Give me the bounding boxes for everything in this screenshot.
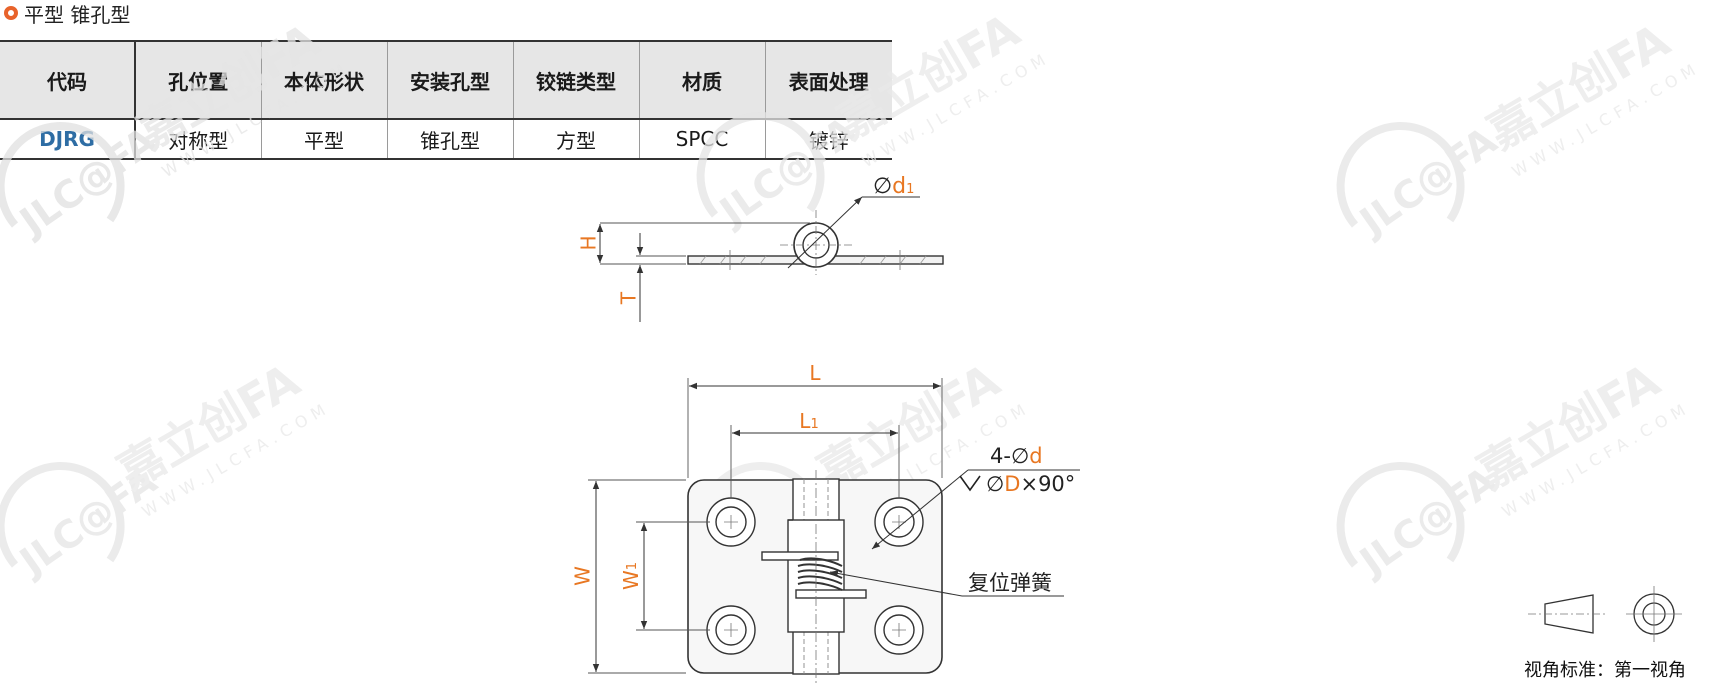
header-surface: 表面处理 [764,40,892,120]
spec-table: 代码 孔位置 本体形状 安装孔型 铰链类型 材质 表面处理 DJRG 对称型 平… [0,40,892,160]
cell-hinge-type: 方型 [512,119,639,160]
header-mount-hole-type: 安装孔型 [386,40,513,120]
table-header-row: 代码 孔位置 本体形状 安装孔型 铰链类型 材质 表面处理 [0,40,892,120]
first-angle-projection-icon [1528,586,1682,642]
cell-mount-hole-type: 锥孔型 [386,119,513,160]
hole-spec-label: 4-∅d [990,444,1043,468]
watermark-logo: JLC@FA [1336,118,1505,245]
section-header: 平型 锥孔型 [4,0,131,27]
watermark-brand: 嘉立创FA WWW.JLCFA.COM [829,3,1054,171]
dim-L1-label: L1 [799,409,818,433]
countersink-icon [959,475,981,492]
dim-T-label: T [617,291,641,305]
watermark-brand: 嘉立创FA WWW.JLCFA.COM [1469,353,1694,521]
countersink-spec-label: ∅D×90° [986,472,1075,496]
dim-H-label: H [577,235,601,250]
dim-L-label: L [809,361,821,385]
watermark-brand: 嘉立创FA WWW.JLCFA.COM [129,13,354,181]
header-material: 材质 [638,40,765,120]
dim-W1-label: W1 [619,562,643,590]
side-view [596,196,944,322]
header-hole-position: 孔位置 [135,40,261,120]
cell-hole-position: 对称型 [135,119,261,160]
front-view [588,378,1080,683]
csk-suffix: ×90° [1020,472,1075,496]
dim-d1-subscript: 1 [906,182,914,197]
section-title: 平型 锥孔型 [24,2,131,27]
csk-prefix: ∅ [986,472,1004,496]
header-hinge-type: 铰链类型 [512,40,639,120]
dim-W-label: W [571,566,595,586]
header-code: 代码 [0,40,136,120]
section-ring-icon [4,6,18,20]
watermark-logo: JLC@FA [1336,458,1505,585]
watermark-logo: JLC@FA [696,108,865,235]
watermark-brand: 嘉立创FA WWW.JLCFA.COM [109,353,334,521]
spring-label: 复位弹簧 [968,571,1052,595]
dim-L1-subscript: 1 [810,417,818,432]
dim-d1-letter: d [892,174,906,199]
watermark-brand: 嘉立创FA WWW.JLCFA.COM [1479,13,1704,181]
dim-d1-label: ∅d1 [873,174,914,199]
spring-icon [761,551,867,599]
csk-letter: D [1004,472,1020,496]
header-body-shape: 本体形状 [260,40,387,120]
dim-W1-letter: W [619,570,643,590]
dim-W1-subscript: 1 [625,562,640,570]
view-standard-label: 视角标准：第一视角 [1524,660,1686,681]
dim-L1-letter: L [799,409,811,433]
cell-body-shape: 平型 [260,119,387,160]
hole-prefix: 4-∅ [990,444,1029,468]
watermark-logo: JLC@FA [0,118,165,245]
diameter-symbol: ∅ [873,174,892,199]
hole-letter: d [1029,444,1042,468]
